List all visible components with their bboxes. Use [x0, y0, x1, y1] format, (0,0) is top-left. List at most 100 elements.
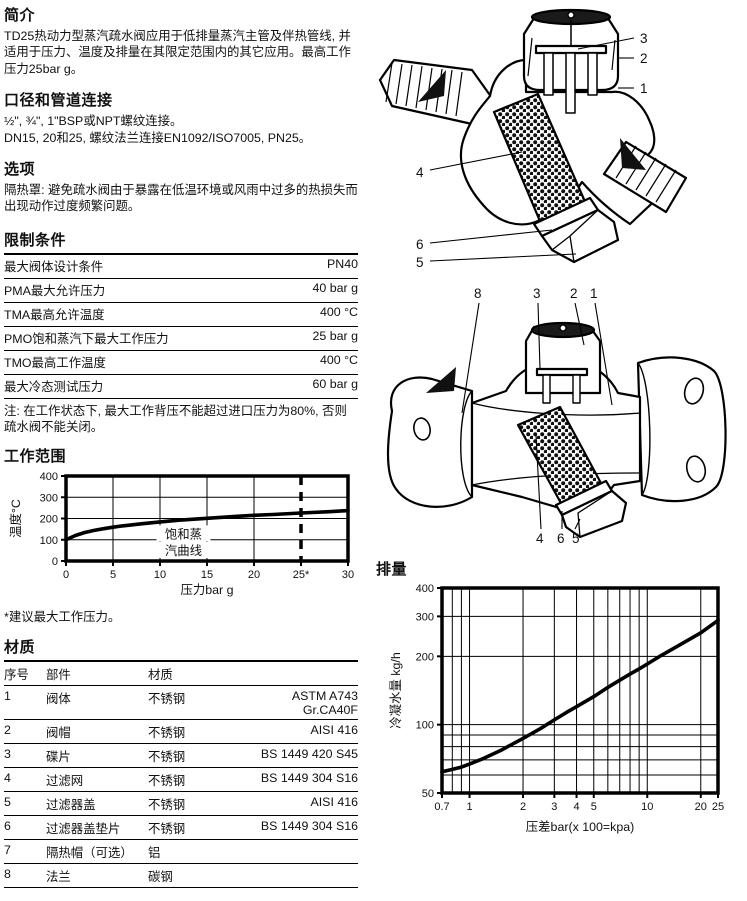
materials-cell: 阀帽: [46, 719, 148, 745]
inlet-flow-arrow: [426, 367, 456, 393]
limit-value: 400 °C: [181, 350, 358, 375]
materials-cell: 过滤器盖: [46, 791, 148, 817]
materials-cell: 碟片: [46, 743, 148, 769]
threaded-valve-cutaway: 3 2 1 4 6 5: [372, 0, 747, 285]
materials-cell: 铝: [148, 839, 234, 865]
limit-label: TMA最高允许温度: [4, 302, 181, 327]
intro-heading: 简介: [4, 7, 36, 24]
connections-heading: 口径和管道连接: [4, 92, 113, 110]
capacity-heading: 排量: [376, 561, 408, 578]
materials-cell: BS 1449 304 S16: [234, 815, 358, 841]
svg-text:50: 50: [422, 788, 434, 800]
callout-gasket: 6: [557, 531, 565, 546]
svg-text:5: 5: [591, 801, 597, 813]
right-column: 3 2 1 4 6 5: [372, 0, 747, 901]
callout-strainer-cap: 5: [572, 531, 580, 546]
callout-strainer-cap: 5: [416, 255, 424, 270]
svg-text:温度°C: 温度°C: [8, 499, 23, 538]
operating-range-heading: 工作范围: [4, 448, 67, 466]
options-heading: 选项: [4, 160, 36, 178]
threaded-valve-drawing: 3 2 1 4 6 5: [378, 8, 688, 270]
svg-text:饱和蒸: 饱和蒸: [165, 527, 202, 542]
svg-text:10: 10: [641, 801, 653, 813]
section-intro: 简介 TD25热动力型蒸汽疏水阀应用于低排量蒸汽主管及伴热管线, 并适用于压力、…: [4, 4, 358, 77]
materials-cell: 碳钢: [148, 863, 234, 889]
callout-flange: 8: [474, 286, 482, 301]
limits-heading: 限制条件: [4, 231, 67, 249]
materials-cell: 不锈钢: [148, 791, 234, 817]
materials-cell: 过滤网: [46, 767, 148, 793]
intro-body: TD25热动力型蒸汽疏水阀应用于低排量蒸汽主管及伴热管线, 并适用于压力、温度及…: [4, 29, 351, 76]
limits-note: 注: 在工作状态下, 最大工作背压不能超过进口压力为80%, 否则疏水阀不能关闭…: [4, 403, 347, 434]
limit-label: PMA最大允许压力: [4, 278, 181, 303]
materials-cell: 不锈钢: [148, 685, 234, 721]
materials-cell: AISI 416: [234, 791, 358, 817]
materials-cell: 3: [4, 743, 46, 769]
limit-label: PMO饱和蒸汽下最大工作压力: [4, 326, 181, 351]
materials-col-part: 部件: [46, 660, 148, 687]
inlet-flow-arrow: [418, 70, 446, 102]
section-options: 选项 隔热罩: 避免疏水阀由于暴露在低温环境或风雨中过多的热损失而出现动作过度频…: [4, 158, 358, 215]
connections-line-1: ½", ¾", 1"BSP或NPT螺纹连接。: [4, 114, 183, 129]
materials-cell: 隔热帽（可选）: [46, 839, 148, 865]
svg-text:25: 25: [712, 801, 724, 813]
svg-text:0: 0: [52, 556, 58, 568]
limit-value: 25 bar g: [181, 326, 358, 351]
materials-col-material: 材质: [148, 660, 234, 687]
materials-cell: 不锈钢: [148, 767, 234, 793]
svg-text:3: 3: [551, 801, 557, 813]
svg-text:0.7: 0.7: [434, 801, 449, 813]
operating-range-footnote: *建议最大工作压力。: [4, 610, 121, 625]
materials-cell: 6: [4, 815, 46, 841]
disc-shape: [534, 44, 608, 55]
valve-body: [459, 58, 666, 226]
materials-cell: 8: [4, 863, 46, 889]
materials-cell: 不锈钢: [148, 743, 234, 769]
svg-text:15: 15: [201, 569, 213, 581]
materials-cell: 阀体: [46, 685, 148, 721]
limit-label: 最大阀体设计条件: [4, 253, 181, 279]
materials-cell: BS 1449 304 S16: [234, 767, 358, 793]
materials-cell: AISI 416: [234, 719, 358, 745]
callout-body: 1: [590, 286, 598, 301]
svg-text:20: 20: [248, 569, 260, 581]
connections-line-2: DN15, 20和25, 螺纹法兰连接EN1092/ISO7005, PN25。: [4, 130, 312, 145]
materials-cell: 5: [4, 791, 46, 817]
callout-strainer: 4: [416, 165, 424, 180]
materials-cell: [234, 863, 358, 889]
materials-cell: 法兰: [46, 863, 148, 889]
materials-cell: 4: [4, 767, 46, 793]
materials-heading: 材质: [4, 638, 36, 656]
outlet-flow-arrow: [620, 138, 646, 170]
svg-text:400: 400: [416, 583, 434, 595]
svg-text:300: 300: [40, 493, 58, 505]
options-body: 隔热罩: 避免疏水阀由于暴露在低温环境或风雨中过多的热损失而出现动作过度频繁问题…: [4, 182, 358, 214]
svg-text:100: 100: [40, 535, 58, 547]
callout-disc: 3: [533, 286, 541, 301]
svg-text:30: 30: [342, 569, 354, 581]
left-flange: [386, 376, 474, 508]
materials-cell: 1: [4, 685, 46, 721]
materials-col-no: 序号: [4, 660, 46, 687]
svg-text:冷凝水量 kg/h: 冷凝水量 kg/h: [388, 652, 403, 729]
svg-text:200: 200: [416, 651, 434, 663]
materials-cell: 不锈钢: [148, 815, 234, 841]
callout-disc: 3: [640, 31, 648, 46]
right-flange: [636, 356, 727, 503]
svg-text:25*: 25*: [293, 569, 310, 581]
